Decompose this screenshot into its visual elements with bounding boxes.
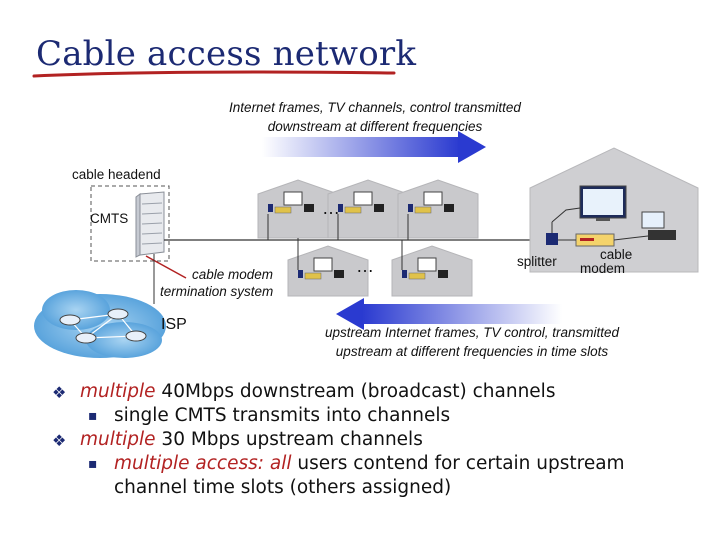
bullet-2-text: 30 Mbps upstream channels (155, 429, 423, 450)
diamond-bullet-icon: ❖ (52, 431, 67, 450)
big-house (529, 147, 699, 273)
isp-label: ISP (161, 316, 187, 333)
cable-network-diagram: Internet frames, TV channels, control tr… (34, 100, 699, 359)
downstream-label-line1: Internet frames, TV channels, control tr… (229, 100, 521, 115)
house-bottom-1 (287, 245, 369, 297)
bullet-1: ❖ multiple 40Mbps downstream (broadcast) … (52, 380, 702, 404)
house-top-3 (397, 179, 479, 239)
bullet-2: ❖ multiple 30 Mbps upstream channels (52, 428, 702, 452)
splitter-label: splitter (517, 254, 557, 269)
upstream-label-line2: upstream at different frequencies in tim… (336, 344, 609, 359)
bullet-2-emphasis: multiple (80, 429, 156, 450)
splitter-icon (546, 233, 558, 245)
bullet-1-text: 40Mbps downstream (broadcast) channels (155, 381, 556, 402)
bullet-2-sub-1: ▪ multiple access: all users contend for … (52, 452, 702, 500)
bullet-1-sub-1-text: single CMTS transmits into channels (114, 405, 451, 426)
cmts-rack-icon (135, 191, 165, 258)
cable-modem-label-line2: modem (580, 261, 625, 276)
cmts-desc-line1: cable modem (192, 267, 273, 282)
cable-modem-icon (575, 233, 615, 247)
square-bullet-icon: ▪ (88, 456, 98, 472)
slide-title: Cable access network (36, 34, 417, 74)
house-bottom-2 (391, 245, 473, 297)
downstream-arrow (262, 131, 486, 163)
cable-modem-label-line1: cable (600, 247, 632, 262)
cmts-label: CMTS (90, 211, 128, 226)
bullet-2-sub-1-emphasis-2: all (269, 453, 292, 474)
title-underline (32, 70, 396, 78)
ellipsis-top: … (322, 198, 340, 218)
upstream-arrow (336, 298, 562, 330)
isp-cloud-icon (34, 290, 166, 358)
bullet-2-sub-1-text: users contend for certain upstream chann… (114, 453, 625, 498)
ellipsis-bottom: … (356, 256, 374, 276)
cmts-pointer-line (145, 255, 187, 279)
cable-headend-label: cable headend (72, 167, 161, 182)
bullet-1-sub-1: ▪ single CMTS transmits into channels (52, 404, 702, 428)
diamond-bullet-icon: ❖ (52, 383, 67, 402)
bullet-list: ❖ multiple 40Mbps downstream (broadcast) … (52, 380, 702, 500)
cable-headend-box (90, 185, 170, 262)
downstream-label-line2: downstream at different frequencies (268, 119, 483, 134)
bullet-2-sub-1-emphasis-1: multiple access: (114, 453, 264, 474)
tv-cable (551, 207, 581, 223)
bullet-1-emphasis: multiple (80, 381, 156, 402)
house-top-1 (257, 179, 339, 240)
modem-to-pc (613, 235, 649, 241)
cmts-desc-line2: termination system (160, 284, 273, 299)
house-top-2 (327, 179, 409, 239)
upstream-label-line1: upstream Internet frames, TV control, tr… (325, 325, 620, 340)
square-bullet-icon: ▪ (88, 408, 98, 424)
